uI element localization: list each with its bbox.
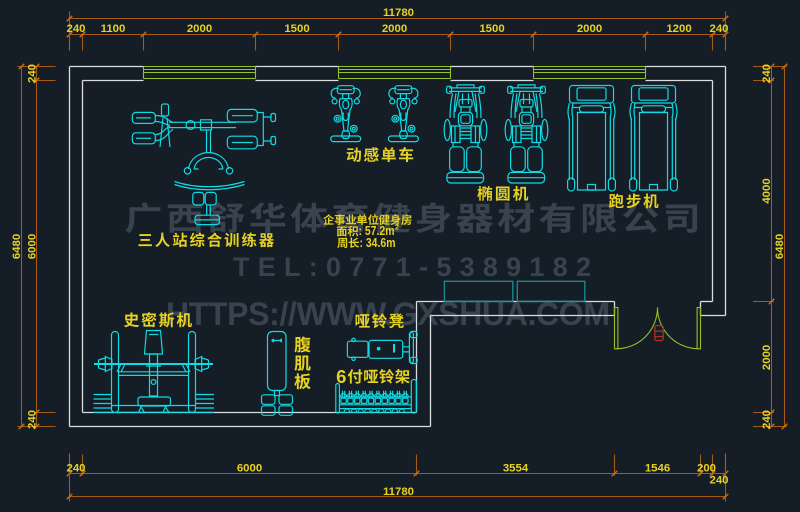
svg-text:240: 240 bbox=[761, 410, 773, 429]
svg-text:: 34.6m: : 34.6m bbox=[360, 236, 396, 250]
svg-text:1500: 1500 bbox=[479, 23, 504, 35]
svg-text:2000: 2000 bbox=[382, 23, 407, 35]
svg-text:2000: 2000 bbox=[187, 23, 212, 35]
svg-text:240: 240 bbox=[66, 23, 85, 35]
svg-text:2000: 2000 bbox=[761, 345, 773, 370]
svg-text:240: 240 bbox=[26, 64, 38, 83]
svg-text:240: 240 bbox=[761, 64, 773, 83]
svg-text:240: 240 bbox=[709, 474, 728, 486]
svg-text:240: 240 bbox=[26, 410, 38, 429]
svg-text:1200: 1200 bbox=[666, 23, 691, 35]
svg-text:6000: 6000 bbox=[237, 462, 262, 474]
svg-text:4000: 4000 bbox=[761, 178, 773, 203]
svg-text:11780: 11780 bbox=[383, 486, 414, 498]
svg-text:2000: 2000 bbox=[577, 23, 602, 35]
svg-text:2: 2 bbox=[395, 225, 399, 232]
svg-text:1546: 1546 bbox=[645, 462, 670, 474]
svg-text:1500: 1500 bbox=[284, 23, 309, 35]
svg-text:: 57.2m: : 57.2m bbox=[359, 224, 395, 238]
svg-text:240: 240 bbox=[66, 462, 85, 474]
svg-text:11780: 11780 bbox=[383, 7, 414, 19]
svg-text:6480: 6480 bbox=[11, 234, 23, 259]
svg-text:6480: 6480 bbox=[774, 234, 786, 259]
svg-text:200: 200 bbox=[697, 462, 716, 474]
svg-text:1100: 1100 bbox=[101, 23, 126, 35]
svg-text:6000: 6000 bbox=[26, 234, 38, 259]
svg-text:6: 6 bbox=[336, 366, 346, 387]
svg-text:240: 240 bbox=[709, 23, 728, 35]
svg-text:3554: 3554 bbox=[503, 462, 529, 474]
